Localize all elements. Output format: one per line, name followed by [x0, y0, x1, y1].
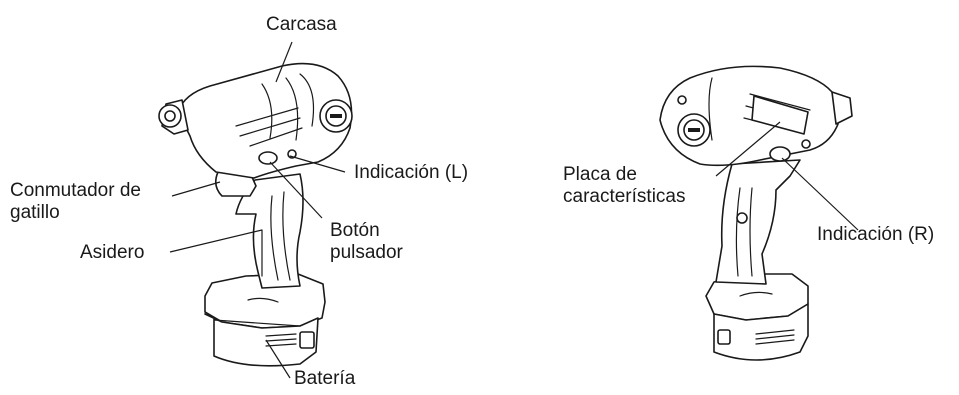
- leader-asidero: [170, 230, 262, 252]
- left-tool-drawing: [159, 64, 352, 366]
- right-tool-drawing: [660, 66, 852, 360]
- label-boton-pulsador: Botón pulsador: [330, 220, 403, 264]
- label-conmutador-line1: Conmutador de: [10, 180, 141, 202]
- label-asidero: Asidero: [80, 242, 144, 264]
- label-indicacion-r: Indicación (R): [817, 224, 934, 246]
- label-bateria: Batería: [294, 368, 355, 390]
- label-carcasa: Carcasa: [266, 14, 337, 36]
- label-boton-line1: Botón: [330, 220, 403, 242]
- leader-indicacion-r: [782, 158, 858, 230]
- leader-conmutador: [172, 182, 220, 196]
- label-placa-line2: características: [563, 186, 685, 208]
- label-conmutador-de-gatillo: Conmutador de gatillo: [10, 180, 141, 224]
- label-placa-line1: Placa de: [563, 164, 685, 186]
- label-conmutador-line2: gatillo: [10, 202, 141, 224]
- label-indicacion-l: Indicación (L): [354, 162, 468, 184]
- label-boton-line2: pulsador: [330, 242, 403, 264]
- label-placa-de-caracteristicas: Placa de características: [563, 164, 685, 208]
